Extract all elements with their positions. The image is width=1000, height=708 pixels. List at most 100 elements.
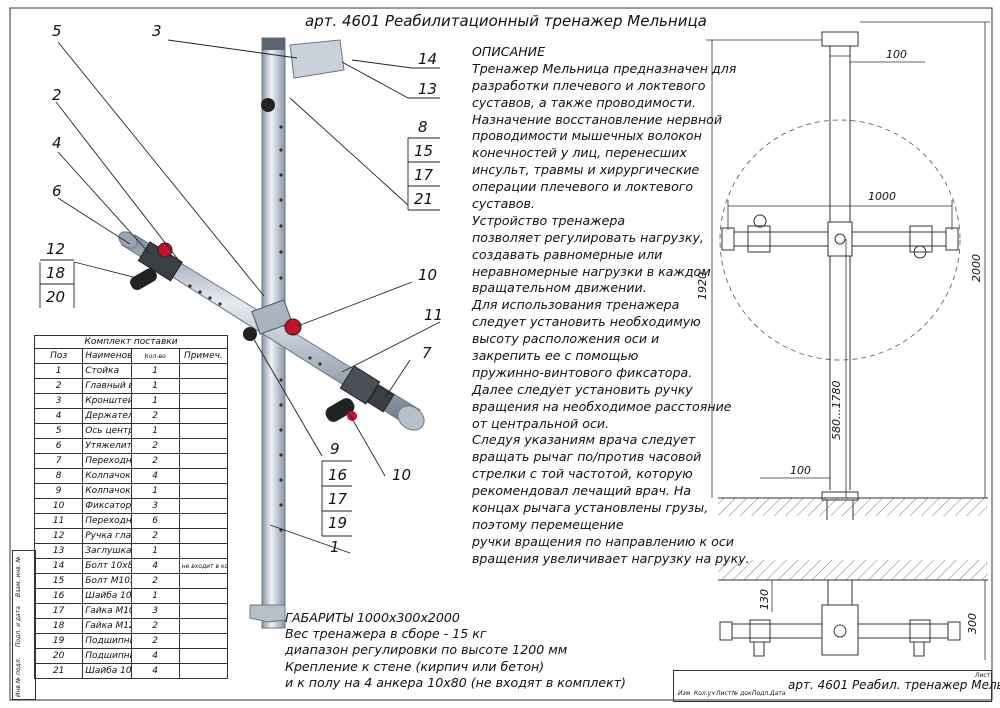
part-qty: 1 — [130, 393, 180, 409]
part-note — [178, 528, 229, 544]
callout-16: 16 — [328, 466, 348, 484]
part-name: Колпачок М10 — [82, 468, 132, 484]
part-qty: 2 — [130, 453, 180, 469]
description-line: пружинно-винтового фиксатора. — [472, 364, 693, 380]
part-pos: 9 — [33, 483, 84, 499]
dim-1920: 1920 — [696, 272, 709, 300]
lock-right — [347, 411, 357, 421]
part-pos: 5 — [33, 423, 84, 439]
side-sign: Подп. и дата — [15, 606, 22, 647]
part-pos: 8 — [33, 468, 84, 484]
part-note — [178, 618, 229, 634]
part-note: не входит в компл — [178, 558, 229, 574]
col-pos: Поз — [33, 348, 84, 364]
plan-view — [718, 560, 988, 660]
handle-holder-right — [339, 365, 381, 405]
front-axis — [834, 233, 846, 245]
part-name: Гайка М12 с/к — [82, 618, 132, 634]
part-name: Стойка — [82, 363, 132, 379]
part-qty: 2 — [130, 618, 180, 634]
plan-weight-right — [947, 621, 961, 641]
callout-17a: 17 — [414, 166, 434, 184]
callout-18: 18 — [46, 264, 66, 282]
post-cap — [262, 38, 285, 50]
part-pos: 13 — [33, 543, 84, 559]
part-note — [178, 573, 229, 589]
trainer-render — [118, 37, 425, 629]
description-line: рекомендовал лечащий врач. На — [472, 483, 692, 499]
center-hub — [251, 299, 293, 335]
part-note — [178, 363, 229, 379]
gabarity-line: Крепление к стене (кирпич или бетон) — [285, 658, 545, 674]
parts-row: 7Переходник2 — [33, 453, 229, 469]
col-note: Примеч. — [178, 348, 229, 364]
lock-left — [157, 242, 173, 258]
description-line: инсульт, травмы и хирургические — [472, 162, 700, 178]
callout-shelves — [39, 67, 440, 537]
description-line: вращения увеличивает нагрузку на руку. — [472, 550, 750, 566]
description-line: следует установить необходимую — [472, 314, 701, 330]
callout-21: 21 — [414, 190, 434, 208]
parts-caption: Комплект поставки — [34, 335, 228, 349]
parts-row: 4Держатель ручки2 — [33, 408, 229, 424]
callout-19: 19 — [328, 514, 348, 532]
part-qty: 6 — [130, 513, 180, 529]
dim-1000: 1000 — [868, 190, 896, 203]
part-note — [178, 453, 229, 469]
adapter-right — [367, 384, 395, 413]
col-qty: Кол-во — [130, 348, 180, 364]
plan-handle-right — [913, 641, 925, 657]
callout-4: 4 — [52, 134, 62, 152]
parts-row: 11Переходник 40х506 — [33, 513, 229, 529]
callout-5: 5 — [52, 22, 62, 40]
floor-hatch — [718, 498, 988, 516]
callout-14: 14 — [418, 50, 438, 68]
part-name: Главный винт — [82, 378, 132, 394]
part-pos: 11 — [33, 513, 84, 529]
part-pos: 19 — [33, 633, 84, 649]
side-strip: Инв № подл. Подп. и дата Взам. инв. № — [12, 550, 36, 700]
drawing-title: арт. 4601 Реабилитационный тренажер Мель… — [305, 12, 707, 30]
part-pos: 4 — [33, 408, 84, 424]
plan-handle-left — [753, 641, 765, 657]
callout-17b: 17 — [328, 490, 348, 508]
gabarity-line: Вес тренажера в сборе - 15 кг — [285, 626, 487, 642]
part-pos: 16 — [33, 588, 84, 604]
part-pos: 3 — [33, 393, 84, 409]
description-line: вращать рычаг по/против часовой — [472, 449, 702, 465]
part-note — [178, 633, 229, 649]
post-knob — [261, 98, 275, 112]
part-pos: 2 — [33, 378, 84, 394]
gabarity-line: диапазон регулировки по высоте 1200 мм — [285, 642, 568, 658]
front-bracket — [821, 31, 859, 47]
rotation-circle — [719, 119, 961, 361]
callout-10b: 10 — [392, 466, 412, 484]
description-line: от центральной оси. — [472, 415, 610, 431]
part-note — [178, 513, 229, 529]
gabarity-line: ГАБАРИТЫ 1000х300х2000 — [285, 610, 460, 625]
gabarity-line: и к полу на 4 анкера 10х80 (не входят в … — [285, 674, 626, 690]
part-qty: 4 — [130, 558, 180, 574]
callout-8: 8 — [418, 118, 428, 136]
foot-plate — [249, 604, 286, 623]
part-note — [178, 663, 229, 679]
handle-right — [325, 398, 355, 422]
description-line: Для использования тренажера — [472, 297, 680, 313]
part-qty: 1 — [130, 543, 180, 559]
part-pos: 10 — [33, 498, 84, 514]
part-pos: 20 — [33, 648, 84, 664]
description-line: стрелки с той частотой, которую — [472, 466, 693, 482]
description-line: разработки плечевого и локтевого — [472, 77, 706, 93]
parts-row: 6Утяжелитель2 — [33, 438, 229, 454]
part-name: Заглушка 40х40 — [82, 543, 132, 559]
front-hub — [827, 221, 853, 257]
part-name: Шайба 10 — [82, 663, 132, 679]
stamp-sheet: Лист — [975, 672, 991, 679]
description-line: конечностей у лиц, перенесших — [472, 145, 687, 161]
